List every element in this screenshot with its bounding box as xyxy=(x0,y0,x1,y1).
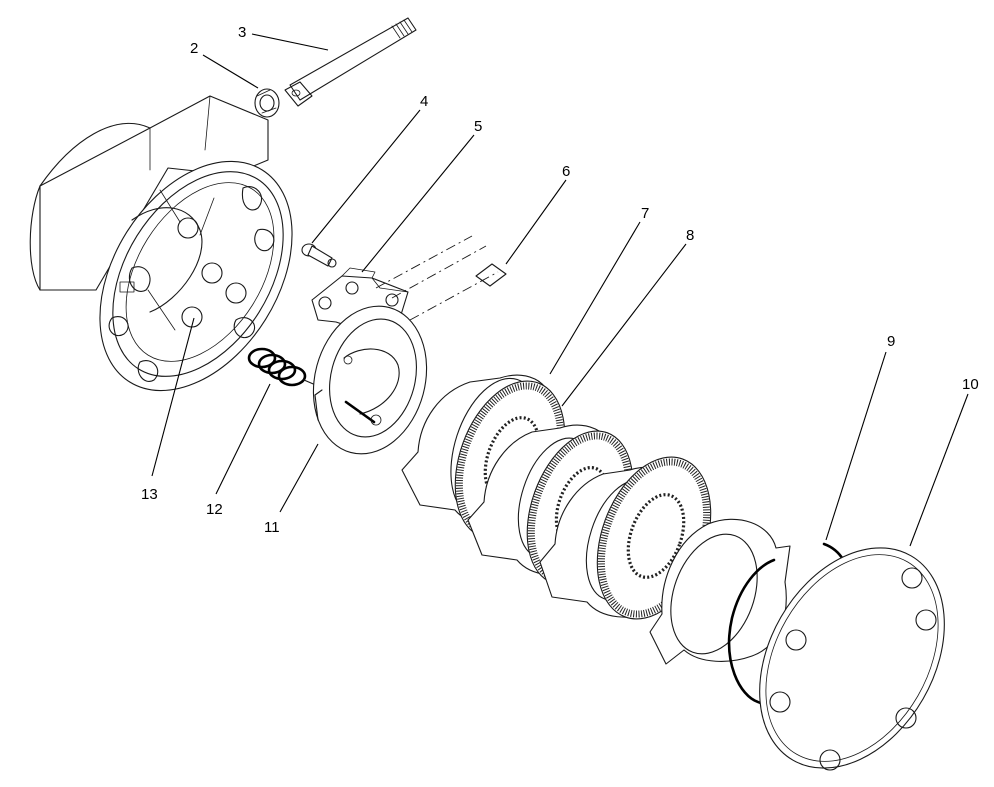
callout-11: 11 xyxy=(264,519,280,536)
callout-10: 10 xyxy=(962,376,979,393)
callout-9: 9 xyxy=(887,333,895,350)
leader-12 xyxy=(215,383,271,495)
leader-10 xyxy=(909,393,969,547)
callout-6: 6 xyxy=(562,163,570,180)
callout-7: 7 xyxy=(641,205,649,222)
callout-5: 5 xyxy=(474,118,482,135)
leader-4 xyxy=(311,109,421,244)
callout-8: 8 xyxy=(686,227,694,244)
leader-7 xyxy=(549,221,641,375)
callout-12: 12 xyxy=(206,501,223,518)
leader-lines xyxy=(151,33,969,547)
callout-4: 4 xyxy=(420,93,428,110)
leader-11 xyxy=(279,443,319,513)
callout-labels: 2 3 4 5 6 7 8 9 10 11 12 13 xyxy=(141,24,979,536)
part-3-shaft xyxy=(284,17,417,107)
callout-2: 2 xyxy=(190,40,198,57)
leader-2 xyxy=(202,54,259,89)
leader-5 xyxy=(361,134,475,273)
callout-3: 3 xyxy=(238,24,246,41)
leader-9 xyxy=(825,351,887,541)
part-2-bushing xyxy=(254,88,280,118)
leader-13 xyxy=(151,317,195,477)
part-11-actuator xyxy=(312,305,428,455)
leader-6 xyxy=(505,179,567,265)
part-13-housing xyxy=(29,95,293,392)
part-6-link xyxy=(375,235,507,321)
callout-13: 13 xyxy=(141,486,158,503)
leader-3 xyxy=(251,33,329,51)
part-12-spring xyxy=(247,347,319,387)
part-10-gasket xyxy=(759,547,945,771)
pressure-plate xyxy=(649,518,791,665)
part-4-pin xyxy=(301,243,337,268)
leader-8 xyxy=(561,243,687,407)
